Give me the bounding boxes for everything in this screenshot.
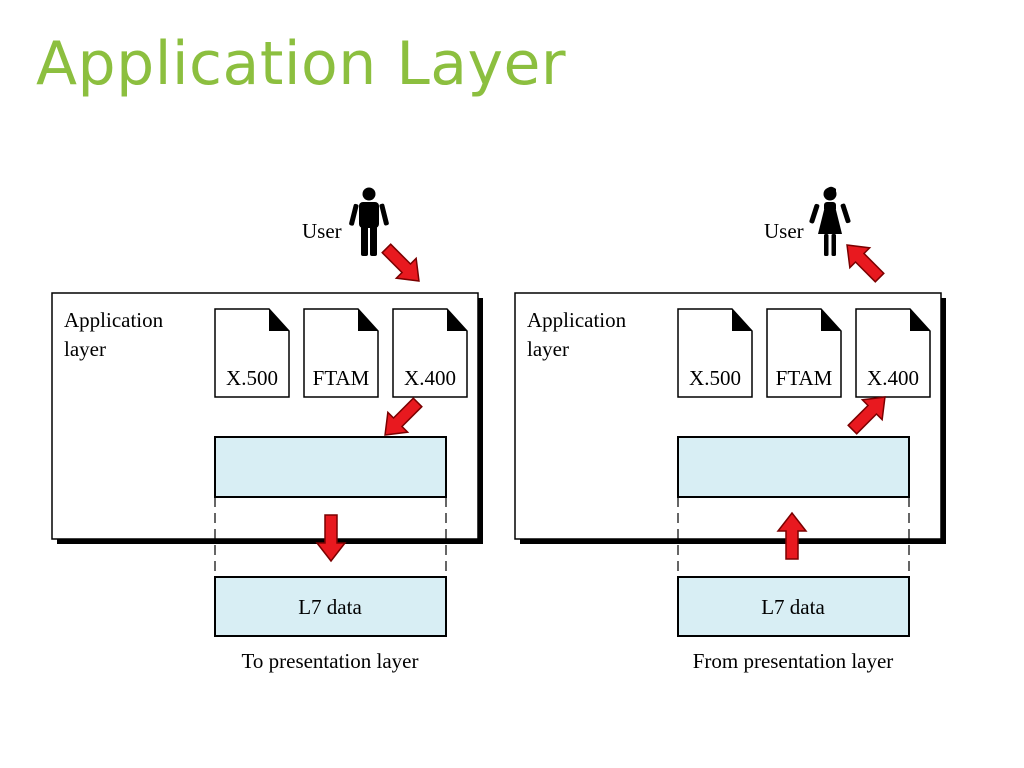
male-user-icon — [349, 187, 389, 256]
service-label: FTAM — [776, 366, 833, 390]
female-user-icon — [809, 186, 851, 256]
service-label: X.400 — [404, 366, 456, 390]
service-doc-x500: X.500 — [677, 308, 753, 398]
l7-data-label: L7 data — [298, 595, 362, 619]
service-label: X.500 — [689, 366, 741, 390]
user-label: User — [764, 219, 804, 243]
panel-caption: To presentation layer — [242, 649, 419, 673]
arrow-down — [315, 514, 347, 563]
service-doc-ftam: FTAM — [766, 308, 842, 398]
service-label: X.500 — [226, 366, 278, 390]
slide-title: Application Layer — [36, 29, 567, 99]
service-doc-x400: X.400 — [855, 308, 931, 398]
panel-sender: User Application layer X.500 FTAM — [51, 187, 483, 673]
l7-data-box — [677, 576, 910, 637]
layer-label-line2: layer — [527, 337, 569, 361]
l7-data-label: L7 data — [761, 595, 825, 619]
arrow-data-to-service — [847, 396, 886, 435]
layer-label-line2: layer — [64, 337, 106, 361]
arrow-user-to-service — [381, 243, 420, 282]
layer-label-line1: Application — [64, 308, 164, 332]
arrow-up — [776, 511, 808, 560]
layer-label-line1: Application — [527, 308, 627, 332]
service-doc-x500: X.500 — [214, 308, 290, 398]
user-label: User — [302, 219, 342, 243]
service-label: FTAM — [313, 366, 370, 390]
layer-data-box — [214, 436, 447, 498]
service-label: X.400 — [867, 366, 919, 390]
service-doc-ftam: FTAM — [303, 308, 379, 398]
panel-receiver: User Application layer X.500 FTAM — [514, 186, 946, 673]
service-doc-x400: X.400 — [392, 308, 468, 398]
layer-data-box — [677, 436, 910, 498]
panel-caption: From presentation layer — [693, 649, 894, 673]
l7-data-box — [214, 576, 447, 637]
arrow-service-to-data — [384, 397, 423, 436]
arrow-service-to-user — [846, 244, 885, 283]
